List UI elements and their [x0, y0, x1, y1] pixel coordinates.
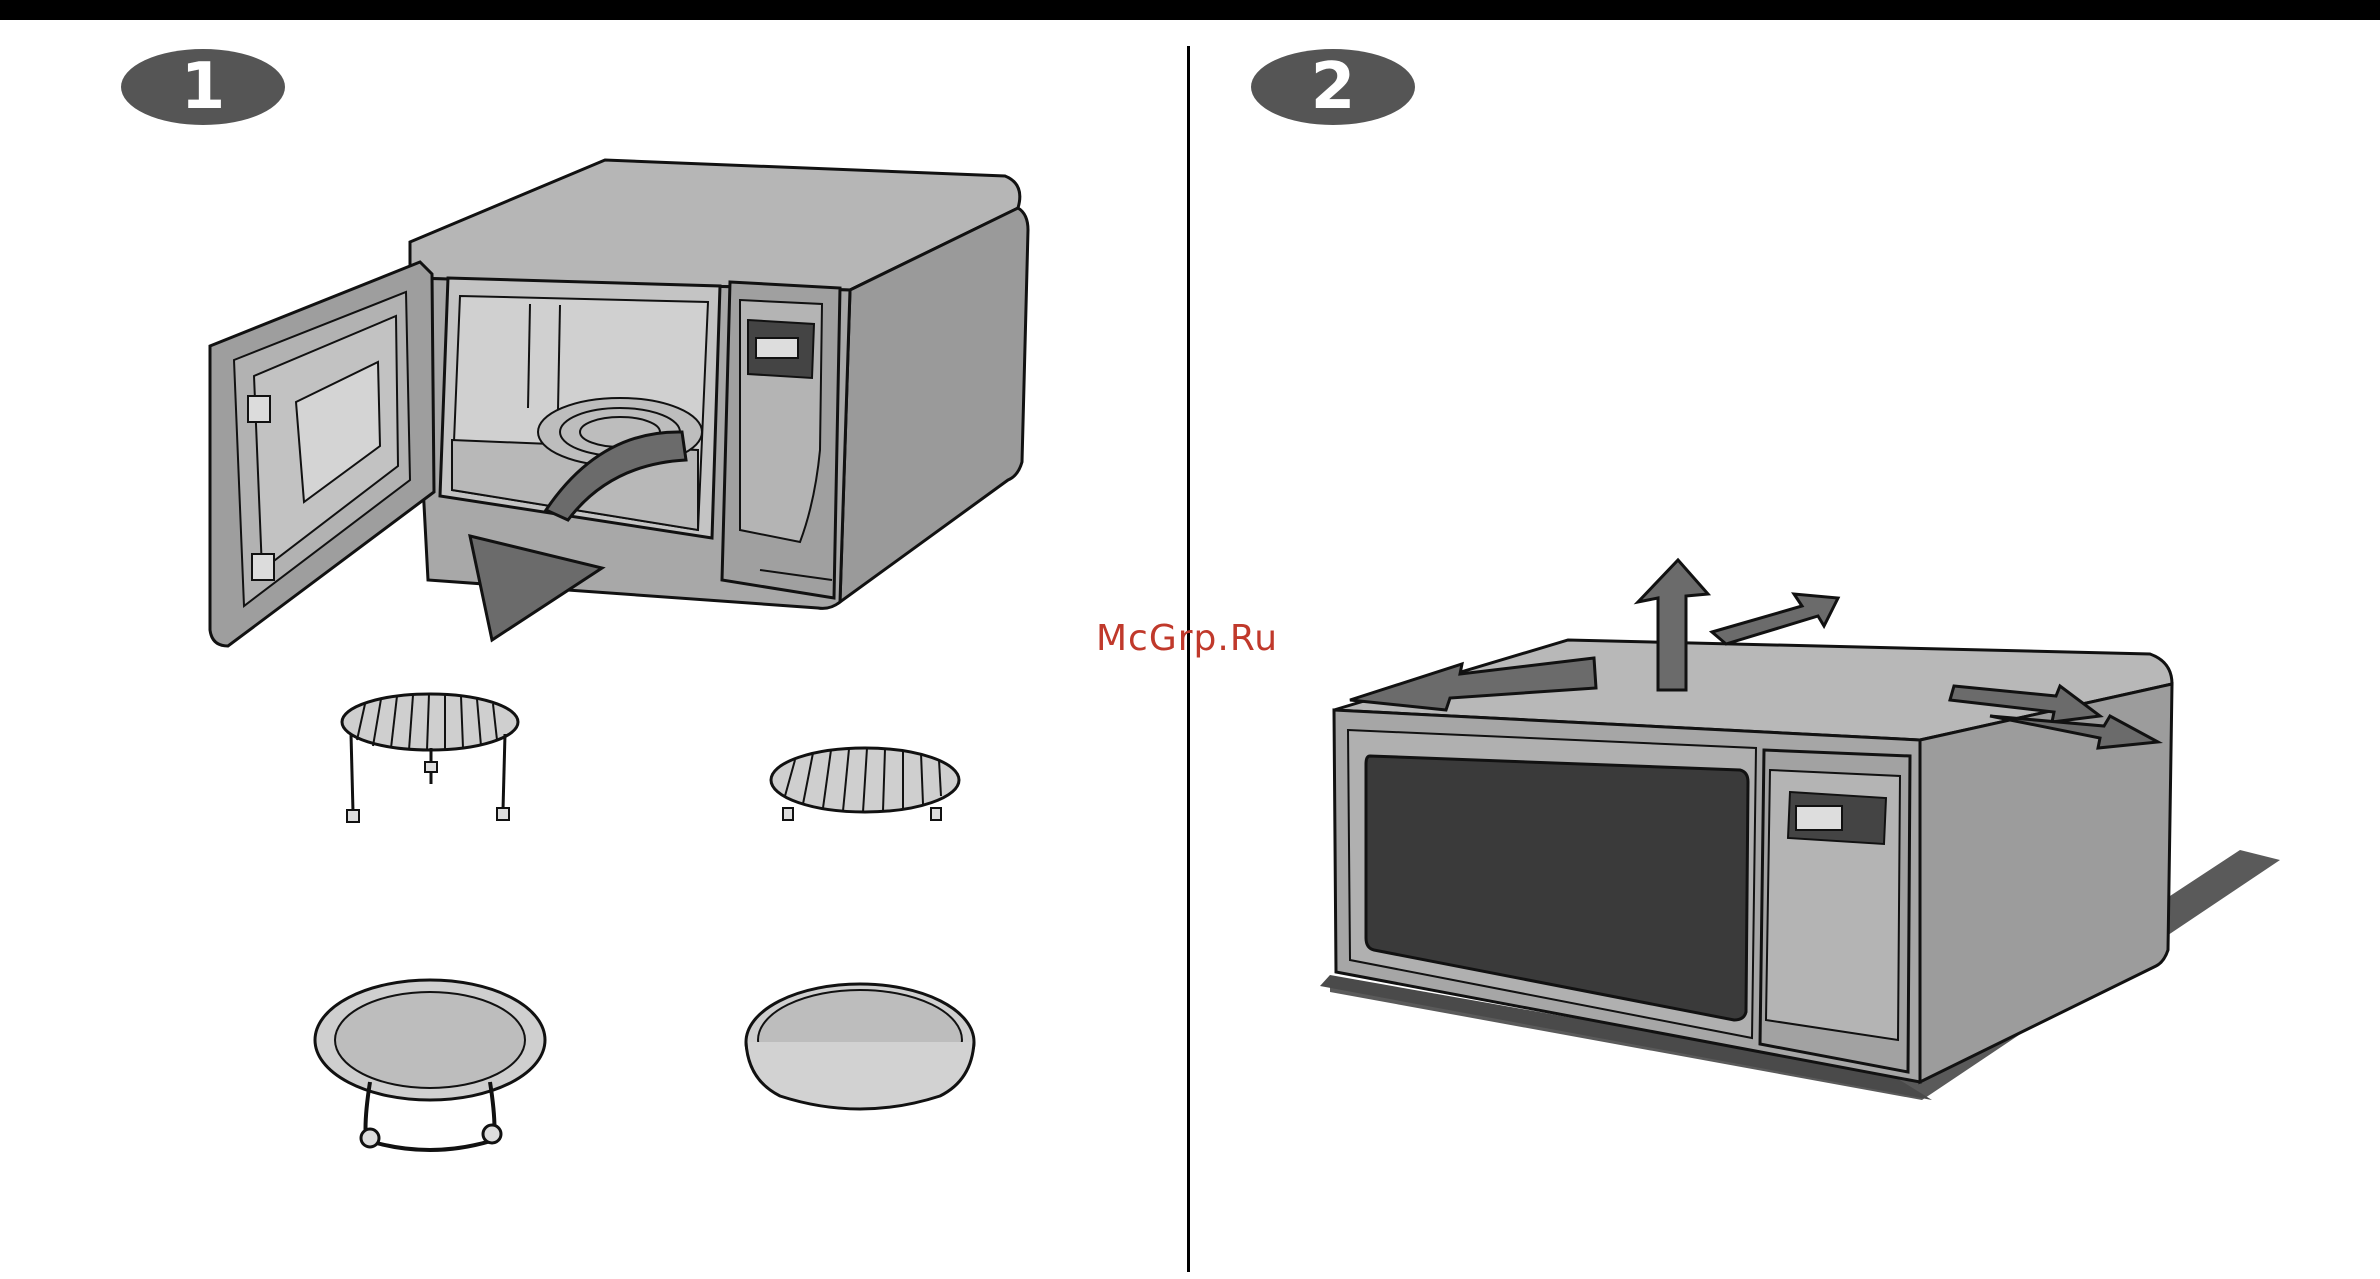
low-rack-accessory — [765, 740, 965, 830]
step-2-badge: 2 — [1250, 48, 1416, 126]
step-2-number: 2 — [1250, 48, 1416, 126]
watermark: McGrp.Ru — [1096, 618, 1278, 659]
baking-tray — [740, 980, 980, 1130]
turntable-with-roller-ring — [310, 970, 550, 1170]
clearance-arrows — [1340, 540, 2340, 800]
step-1-number: 1 — [120, 48, 286, 126]
step-2-panel: 2 — [1190, 0, 2380, 1279]
remove-accessories-arrow — [450, 420, 710, 650]
step-1-panel: 1 — [0, 0, 1187, 1279]
step-1-badge: 1 — [120, 48, 286, 126]
high-rack-accessory — [335, 690, 525, 830]
